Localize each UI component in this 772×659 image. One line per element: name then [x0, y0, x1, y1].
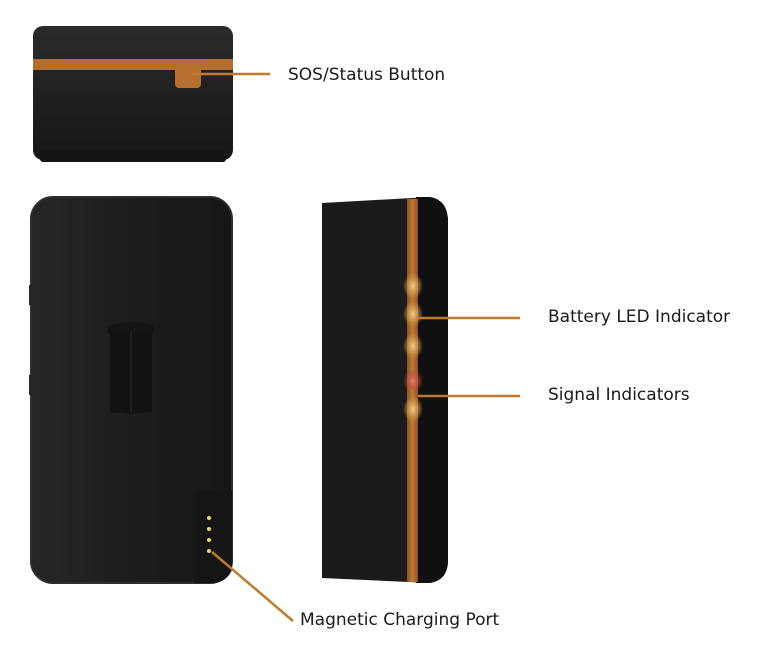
leader-line-charging	[211, 551, 294, 622]
top-orange-band	[33, 59, 233, 70]
magnetic-charging-port-label: Magnetic Charging Port	[300, 610, 500, 630]
device-front-view	[29, 196, 233, 584]
battery-led-indicator	[403, 273, 423, 359]
charging-pin	[207, 516, 211, 520]
sos-status-button	[175, 62, 201, 88]
battery-led-indicator-label: Battery LED Indicator	[548, 307, 731, 327]
device-side-view	[322, 197, 448, 583]
charging-pin	[207, 549, 211, 553]
device-top-view	[33, 26, 233, 162]
charging-pin	[207, 538, 211, 542]
signal-indicators-label: Signal Indicators	[548, 385, 690, 405]
leader-lines	[192, 72, 520, 622]
signal-indicators	[403, 369, 423, 422]
sos-status-button-label: SOS/Status Button	[288, 65, 446, 85]
book-logo-icon	[108, 322, 154, 414]
charging-port	[194, 490, 232, 583]
charging-pin	[207, 527, 211, 531]
